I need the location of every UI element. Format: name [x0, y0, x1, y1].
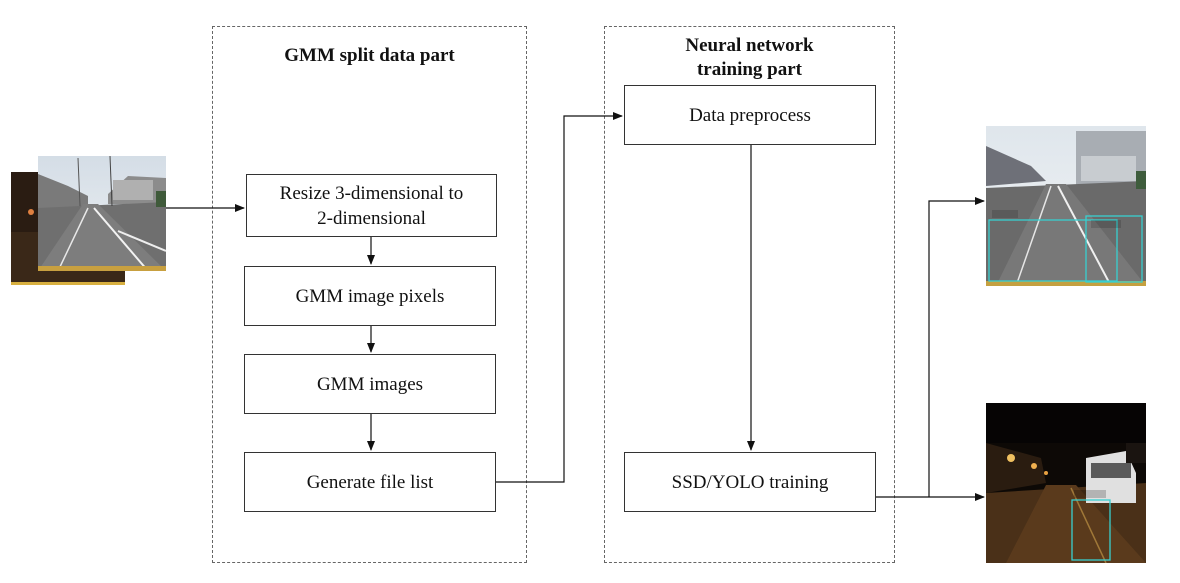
- day-bbox-small: [1085, 215, 1143, 283]
- gmm-images-box: GMM images: [244, 354, 496, 414]
- output-image-day: [986, 126, 1146, 286]
- arrow-training-to-day: [928, 197, 985, 497]
- night-detection-graphic: [986, 403, 1146, 563]
- nn-panel-title-line1: Neural network: [685, 35, 814, 56]
- nn-panel-title: Neural network training part: [604, 34, 895, 82]
- gmm-panel-title: GMM split data part: [284, 45, 455, 66]
- day-bbox-large: [988, 219, 1118, 282]
- nn-training-panel: [604, 26, 895, 563]
- gmm-split-panel: [212, 26, 527, 563]
- gmm-pixels-box: GMM image pixels: [244, 266, 496, 326]
- output-image-night: [986, 403, 1146, 563]
- street-scene-graphic: [38, 156, 166, 271]
- ssd-yolo-training-box: SSD/YOLO training: [624, 452, 876, 512]
- input-image-front: [38, 156, 166, 271]
- day-detection-graphic: [986, 126, 1146, 286]
- nn-panel-title-line2: training part: [696, 59, 803, 80]
- night-bbox: [1071, 499, 1111, 561]
- arrow-filelist-to-preprocess: [496, 112, 623, 483]
- resize-box: Resize 3-dimensional to 2-dimensional: [246, 174, 497, 237]
- resize-box-line1: Resize 3-dimensional to: [279, 182, 464, 204]
- data-preprocess-box: Data preprocess: [624, 85, 876, 145]
- generate-file-list-box: Generate file list: [244, 452, 496, 512]
- resize-box-line2: 2-dimensional: [317, 207, 426, 229]
